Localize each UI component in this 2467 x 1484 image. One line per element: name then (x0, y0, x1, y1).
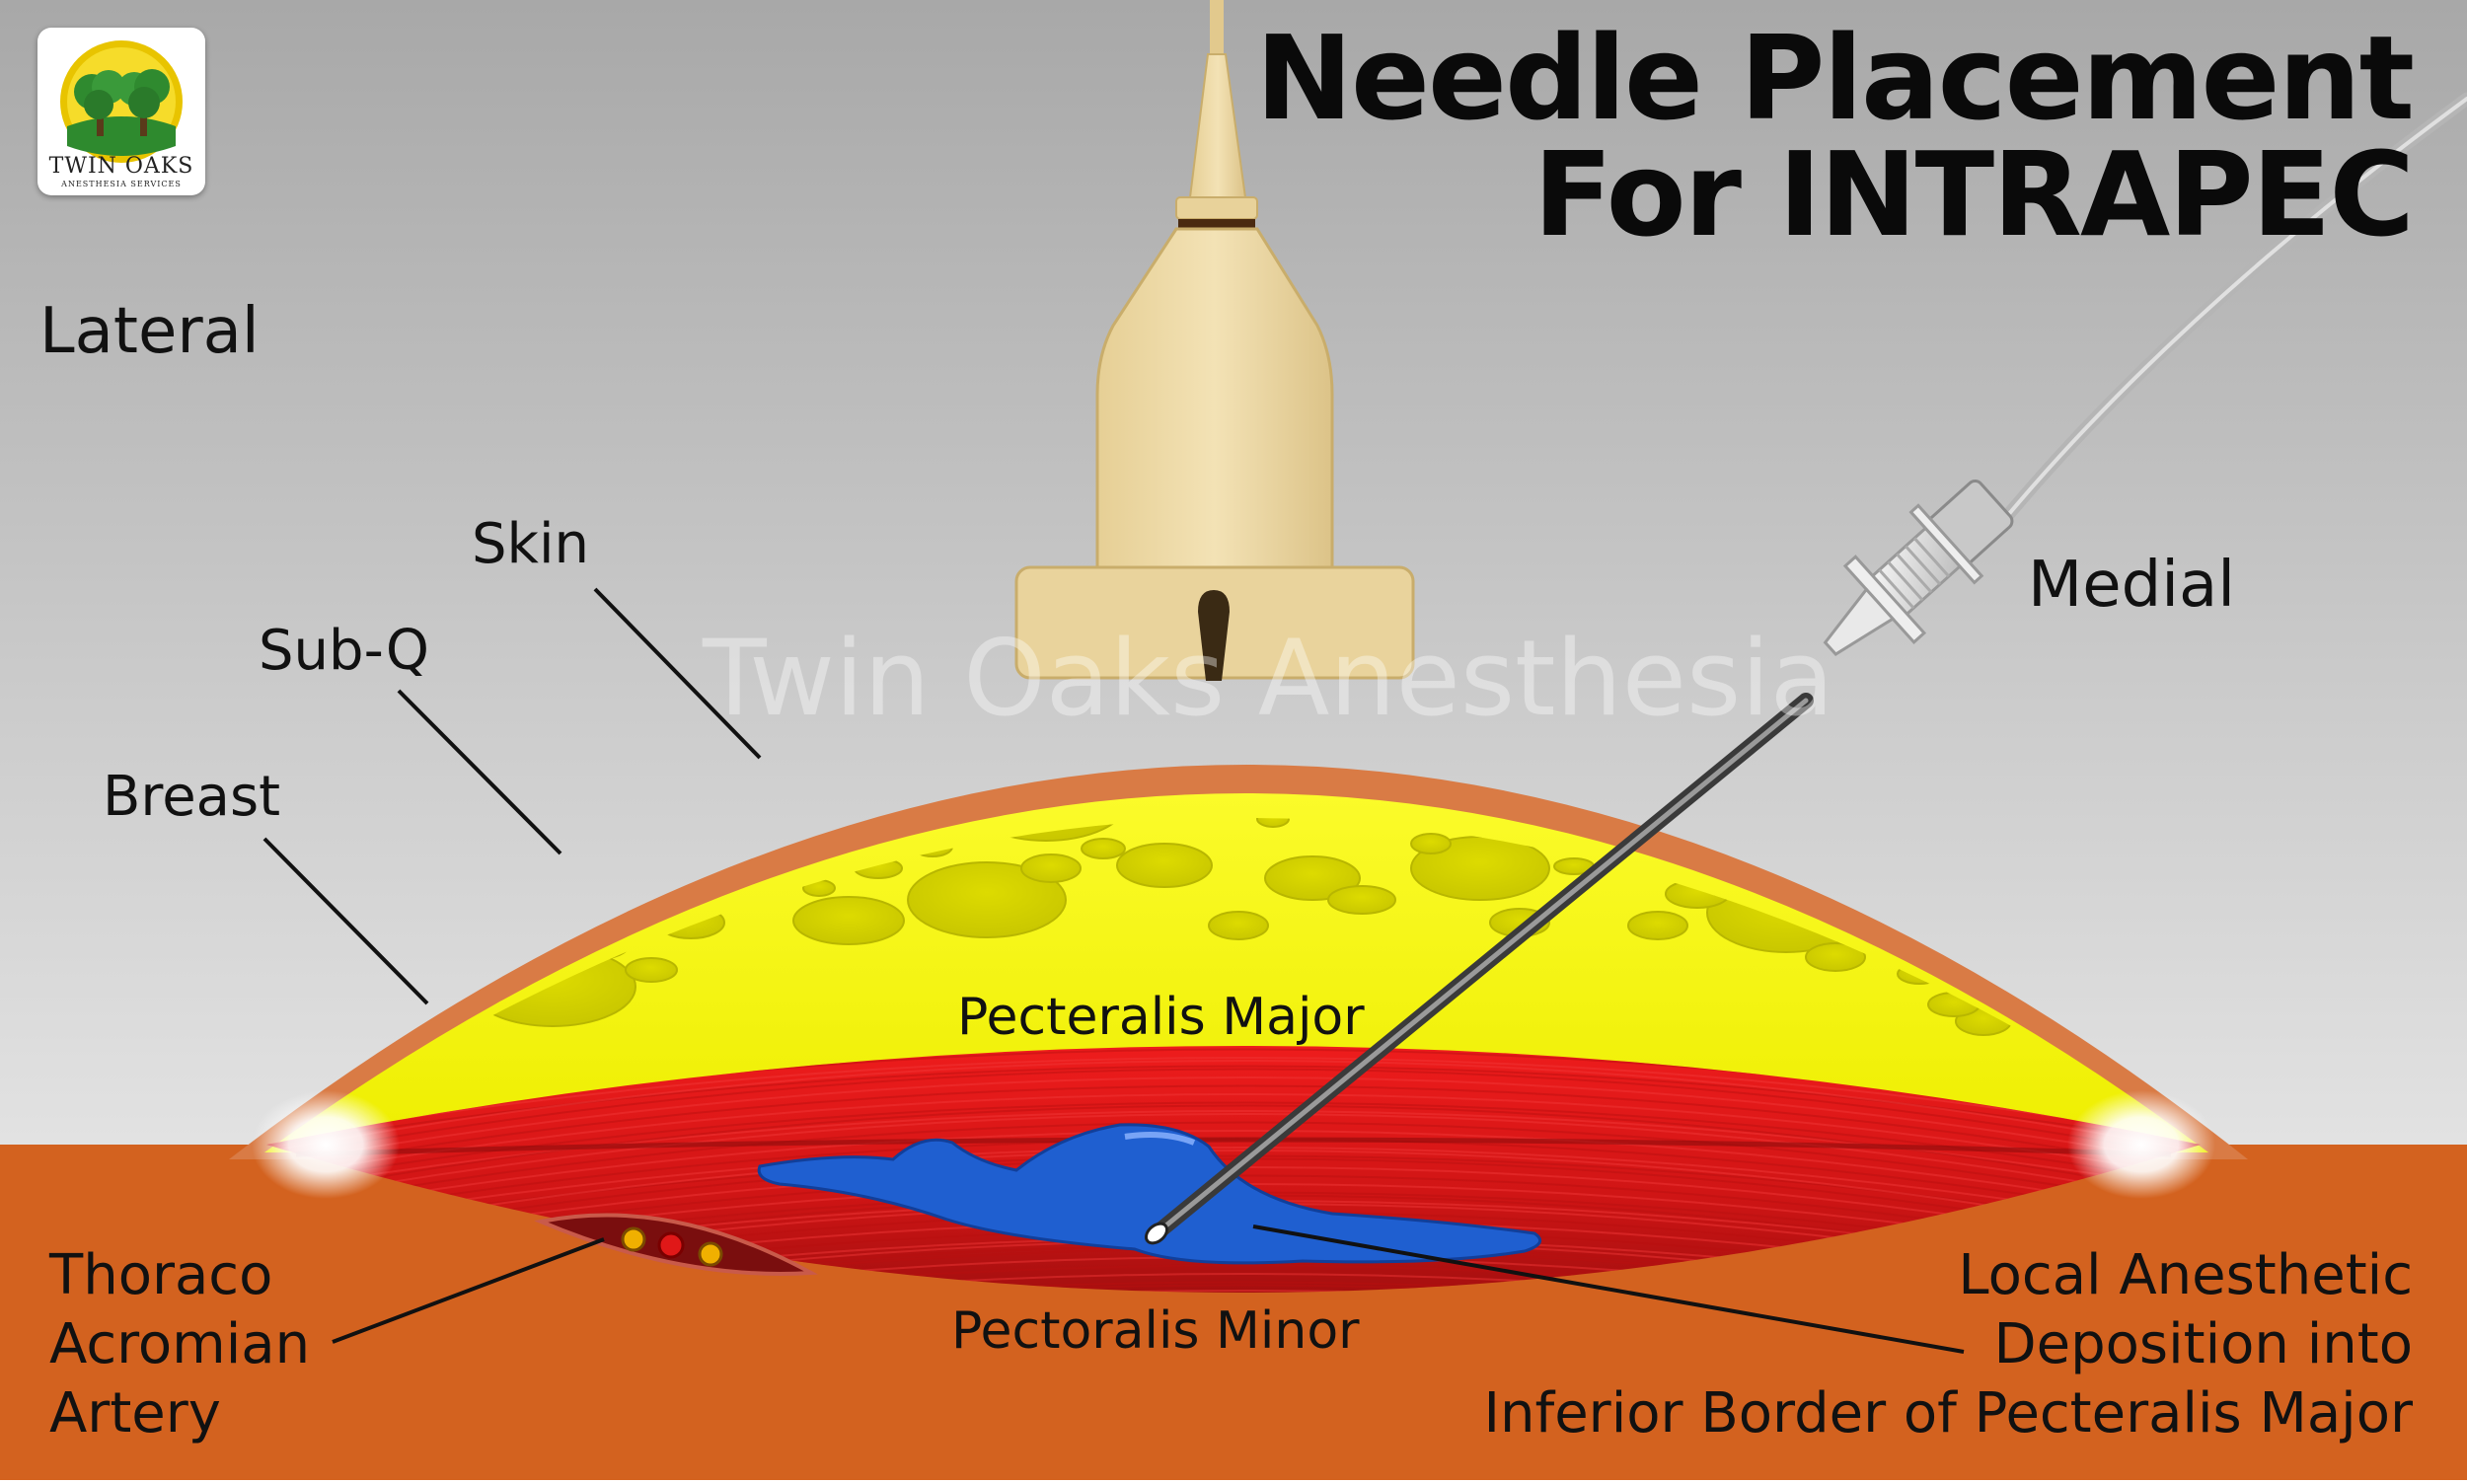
fat-lobule (1627, 911, 1688, 940)
anesthetic-label: Local Anesthetic Deposition into Inferio… (1483, 1243, 2414, 1446)
fat-lobule (1410, 833, 1452, 854)
artery-label: Thoraco Acromian Artery (49, 1243, 311, 1446)
muscle-fiber (266, 1290, 2201, 1293)
subq-label: Sub-Q (259, 619, 429, 683)
fat-lobule (1264, 855, 1361, 901)
pec-major-label: Pecteralis Major (957, 988, 1365, 1047)
fat-lobule (625, 957, 678, 983)
subq-leader (397, 689, 562, 855)
muscle-fiber (266, 1284, 2201, 1293)
muscle-fiber (266, 1113, 2201, 1208)
muscle-fiber (266, 1147, 2201, 1233)
muscle-fiber (266, 1057, 2201, 1144)
medial-label: Medial (2028, 549, 2235, 622)
local-anesthetic-pool (757, 1123, 1542, 1265)
muscle-fiber (266, 1264, 2201, 1293)
anesthetic-leader (1252, 1224, 1965, 1354)
fat-lobule (1081, 838, 1126, 859)
fat-lobule (792, 896, 905, 945)
fat-lobule (1116, 843, 1213, 888)
fat-lobule (907, 861, 1067, 938)
title-line-2: For INTRAPEC (1533, 126, 2415, 262)
muscle-fiber (266, 1084, 2201, 1176)
muscle-fiber (266, 1093, 2201, 1182)
fat-lobule (1256, 818, 1290, 828)
lateral-label: Lateral (39, 295, 260, 368)
fat-lobule (1208, 911, 1269, 940)
muscle-fiber (266, 1104, 2201, 1202)
thoracoacromial-artery (534, 1213, 819, 1276)
title-line-1: Needle Placement (1255, 10, 2415, 146)
pec-minor-label: Pectoralis Minor (951, 1301, 1360, 1361)
fat-lobule (1327, 885, 1396, 915)
skin-label: Skin (472, 512, 590, 576)
twin-oaks-logo: TWIN OAKS ANESTHESIA SERVICES (37, 28, 205, 195)
twin-oak-trees-icon (60, 40, 183, 163)
fat-lobule (1805, 942, 1866, 972)
muscle-fiber (266, 1076, 2201, 1169)
muscle-fiber (266, 1068, 2201, 1163)
needle-bevel-tip (1144, 1222, 1169, 1245)
left-edge-highlight (252, 1090, 400, 1199)
leader-lines (262, 587, 1965, 1354)
muscle-fiber (266, 1281, 2201, 1293)
muscle-fiber (266, 1101, 2201, 1189)
muscle-fiber (266, 1130, 2201, 1221)
breast-leader (262, 837, 429, 1005)
muscle-fiber (266, 1060, 2201, 1156)
ultrasound-probe (1014, 0, 1415, 681)
watermark-text: Twin Oaks Anesthesia (703, 618, 1834, 739)
muscle-fiber (266, 1273, 2201, 1293)
breast-label: Breast (103, 765, 281, 829)
muscle-fiber (266, 1150, 2201, 1246)
artery-leader (332, 1237, 605, 1344)
logo-name: TWIN OAKS (48, 154, 194, 179)
muscle-fiber (266, 1065, 2201, 1150)
muscle-fiber (266, 1110, 2201, 1195)
right-edge-highlight (2067, 1090, 2215, 1199)
page-title: Needle Placement For INTRAPEC (1255, 10, 2415, 262)
skin-leader (593, 587, 762, 760)
needle-hub (1823, 480, 2014, 656)
logo-subtitle: ANESTHESIA SERVICES (61, 180, 182, 188)
fat-lobule (1020, 853, 1082, 883)
subq-fat-layer (264, 793, 2208, 1152)
muscle-fiber (266, 1121, 2201, 1215)
needle-assembly (1144, 92, 2467, 1245)
